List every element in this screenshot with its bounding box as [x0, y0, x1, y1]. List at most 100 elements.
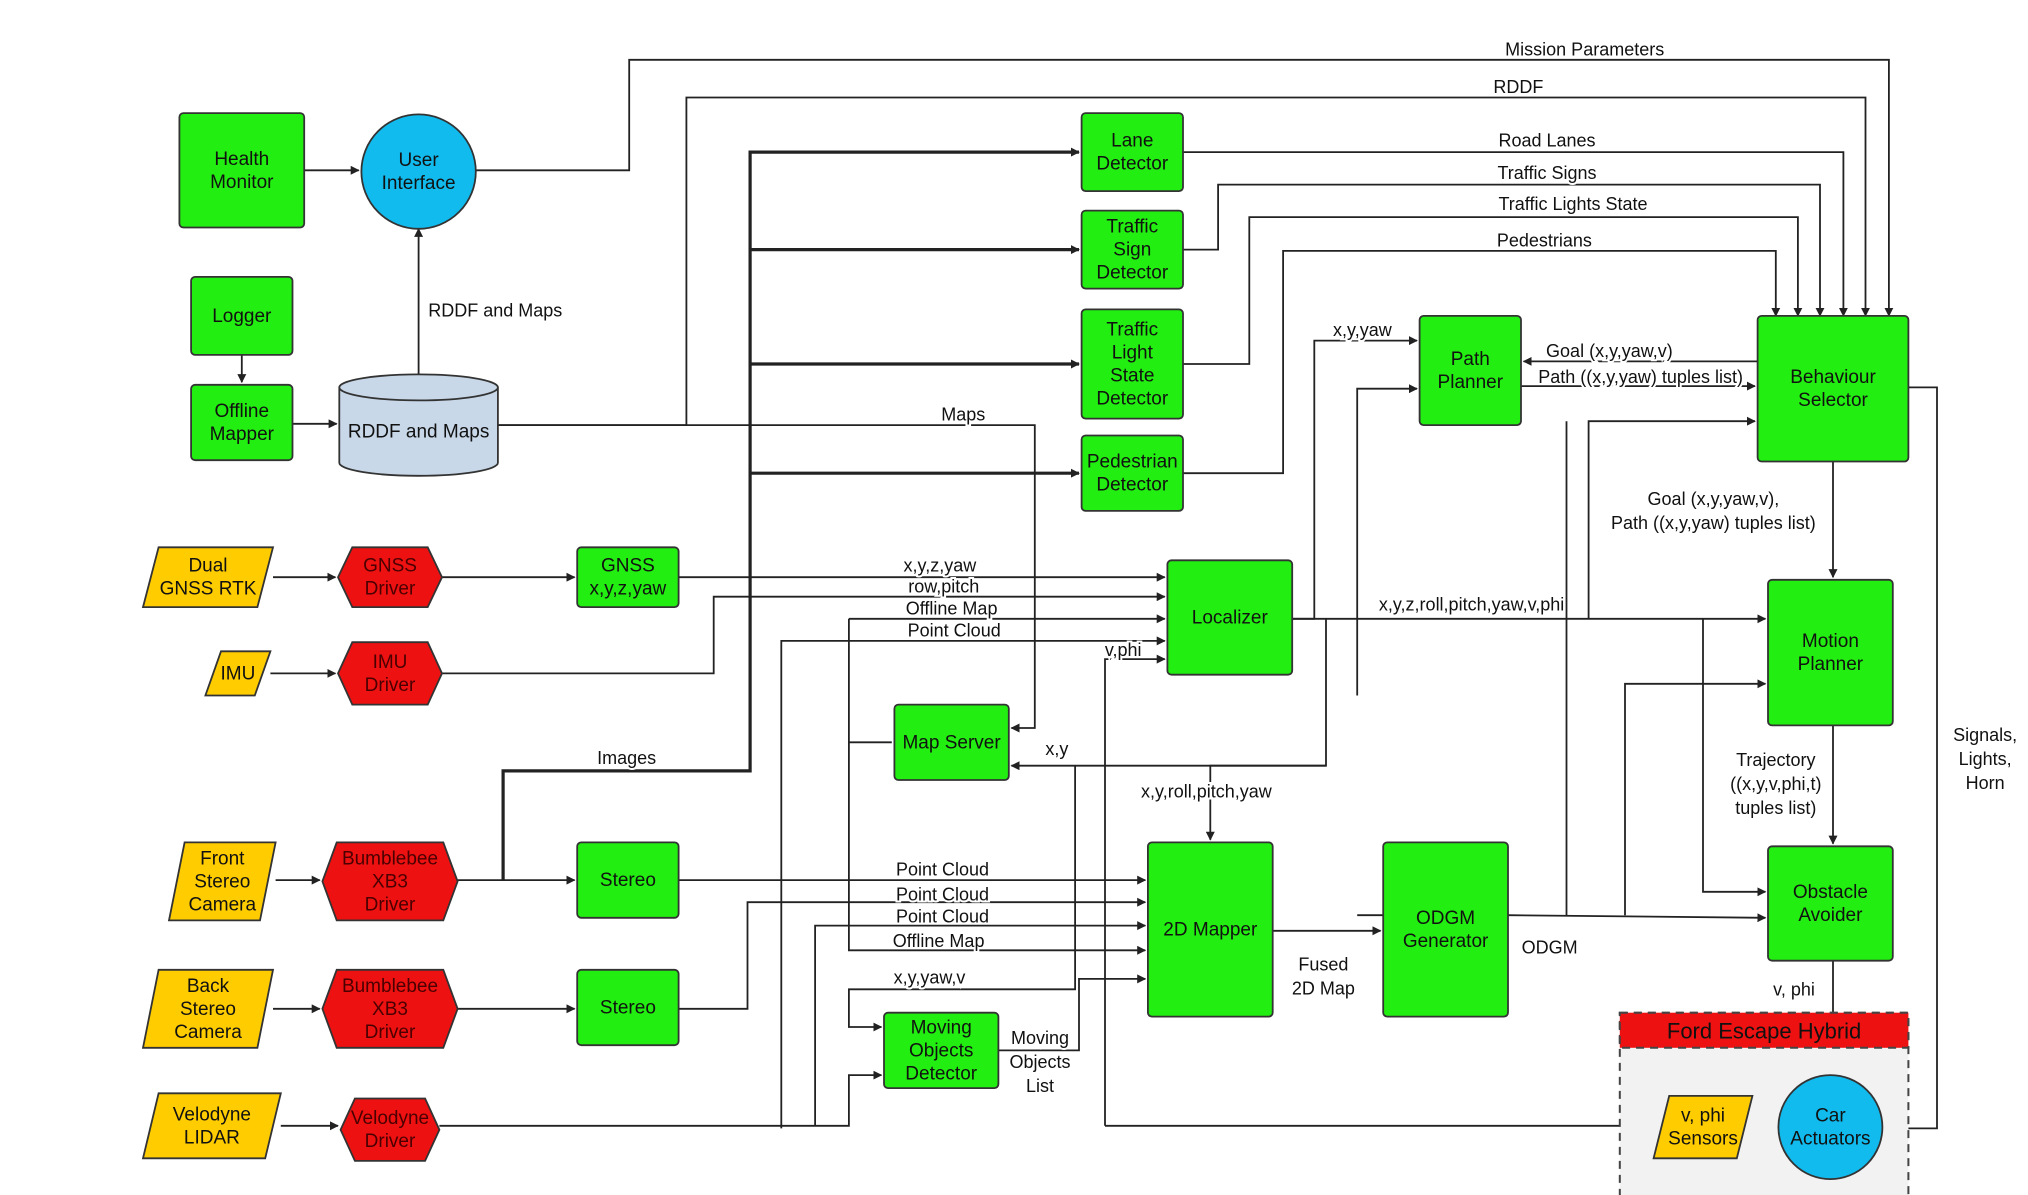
node-box	[1166, 559, 1294, 676]
node-box	[1756, 314, 1910, 463]
node-label-line: XB3	[372, 871, 408, 892]
rddf-and-maps-label: RDDF and Maps	[428, 301, 562, 321]
path-tuples-label: Path ((x,y,yaw) tuples list)	[1538, 367, 1743, 387]
node-label-line: Detector	[1096, 474, 1168, 495]
node-label-line: GNSS	[363, 555, 417, 576]
traffic-signs-edge	[1183, 183, 1825, 317]
node-label-line: Actuators	[1790, 1128, 1870, 1149]
m-point-cloud-2-label: Point Cloud	[896, 884, 989, 904]
node-label-line: Driver	[365, 1021, 416, 1042]
vphi-to-loc-edge	[1104, 654, 1166, 1126]
map-xy-label-line: x,y	[1045, 739, 1068, 759]
traffic-lights-state-label: Traffic Lights State	[1498, 194, 1647, 214]
mod-xyyawv-label-line: x,y,yaw,v	[894, 968, 966, 988]
mapper-2d-node: 2D Mapper	[1147, 841, 1274, 1018]
node-box	[883, 1011, 1000, 1090]
loc-xyz-yaw-label: x,y,z,yaw	[904, 556, 978, 576]
node-label-line: Back	[187, 975, 230, 996]
node-label: Logger	[212, 305, 272, 326]
node-hexagon	[321, 841, 459, 922]
m-point-cloud-1-label: Point Cloud	[896, 860, 989, 880]
traffic-lights-state-label-line: Traffic Lights State	[1498, 194, 1647, 214]
node-label-line: Avoider	[1798, 905, 1863, 926]
node-label-line: Front	[200, 848, 245, 869]
goal-path-to-motion-label-line: Path ((x,y,yaw) tuples list)	[1611, 513, 1816, 533]
mission-parameters-label-line: Mission Parameters	[1505, 39, 1664, 59]
node-box	[1418, 314, 1522, 426]
node-label-line: ODGM	[1416, 908, 1475, 929]
path-tuples-label-line: Path ((x,y,yaw) tuples list)	[1538, 367, 1743, 387]
node-label-line: Driver	[365, 578, 416, 599]
mission-parameters-label: Mission Parameters	[1505, 39, 1664, 59]
node-label-line: Dual	[188, 555, 227, 576]
node-label-line: Light	[1112, 342, 1154, 363]
node-label-line: Velodyne	[351, 1108, 429, 1129]
node-box	[1080, 209, 1184, 290]
maps-label: Maps	[941, 405, 985, 425]
loc-to-behaviour-edge	[1587, 416, 1756, 619]
node-label-line: 2D Mapper	[1163, 919, 1258, 940]
node-label-line: Camera	[174, 1021, 242, 1042]
node-label-line: Detector	[905, 1063, 977, 1084]
offline-map-to-mapper-edge	[848, 618, 1147, 955]
moving-objects-list-label-line: List	[1026, 1076, 1054, 1096]
mapper-pose-label-line: x,y,roll,pitch,yaw	[1141, 782, 1273, 802]
m-offline-map-label-line: Offline Map	[893, 931, 985, 951]
node-label-line: Driver	[365, 1131, 416, 1152]
images-label-line: Images	[597, 748, 656, 768]
node-label-line: Bumblebee	[342, 975, 438, 996]
node-label-line: Pedestrian	[1087, 451, 1178, 472]
m-point-cloud-3-label-line: Point Cloud	[896, 907, 989, 927]
node-hexagon	[339, 1097, 441, 1162]
fused-2d-map-label-line: 2D Map	[1292, 978, 1355, 998]
xyyaw-label: x,y,yaw	[1333, 320, 1393, 340]
odgm-to-motion-edge	[1624, 679, 1767, 916]
v-phi-label: v, phi	[1773, 979, 1815, 999]
node-label: RDDF and Maps	[348, 421, 490, 442]
road-lanes-label: Road Lanes	[1498, 130, 1595, 150]
node-box	[1767, 845, 1894, 962]
node-hexagon	[337, 641, 443, 706]
node-label: Stereo	[600, 870, 656, 891]
node-box	[1147, 841, 1274, 1018]
loc-vphi-label-line: v,phi	[1105, 640, 1142, 660]
loc-to-avoider-edge	[1702, 618, 1767, 897]
node-box	[178, 112, 306, 229]
node-label-line: Map Server	[902, 732, 1001, 753]
node-label-line: Logger	[212, 305, 272, 326]
node-box	[576, 968, 680, 1047]
maps-label-line: Maps	[941, 405, 985, 425]
node-label-line: User	[399, 150, 440, 171]
imu-node: IMU	[204, 650, 272, 697]
node-box	[1080, 308, 1184, 420]
localizer-node: Localizer	[1166, 559, 1294, 676]
pointcloud-to-mapper-edge	[814, 921, 1147, 1126]
road-lanes-label-line: Road Lanes	[1498, 130, 1595, 150]
node-box	[190, 275, 294, 356]
node-parallelogram	[204, 650, 272, 697]
